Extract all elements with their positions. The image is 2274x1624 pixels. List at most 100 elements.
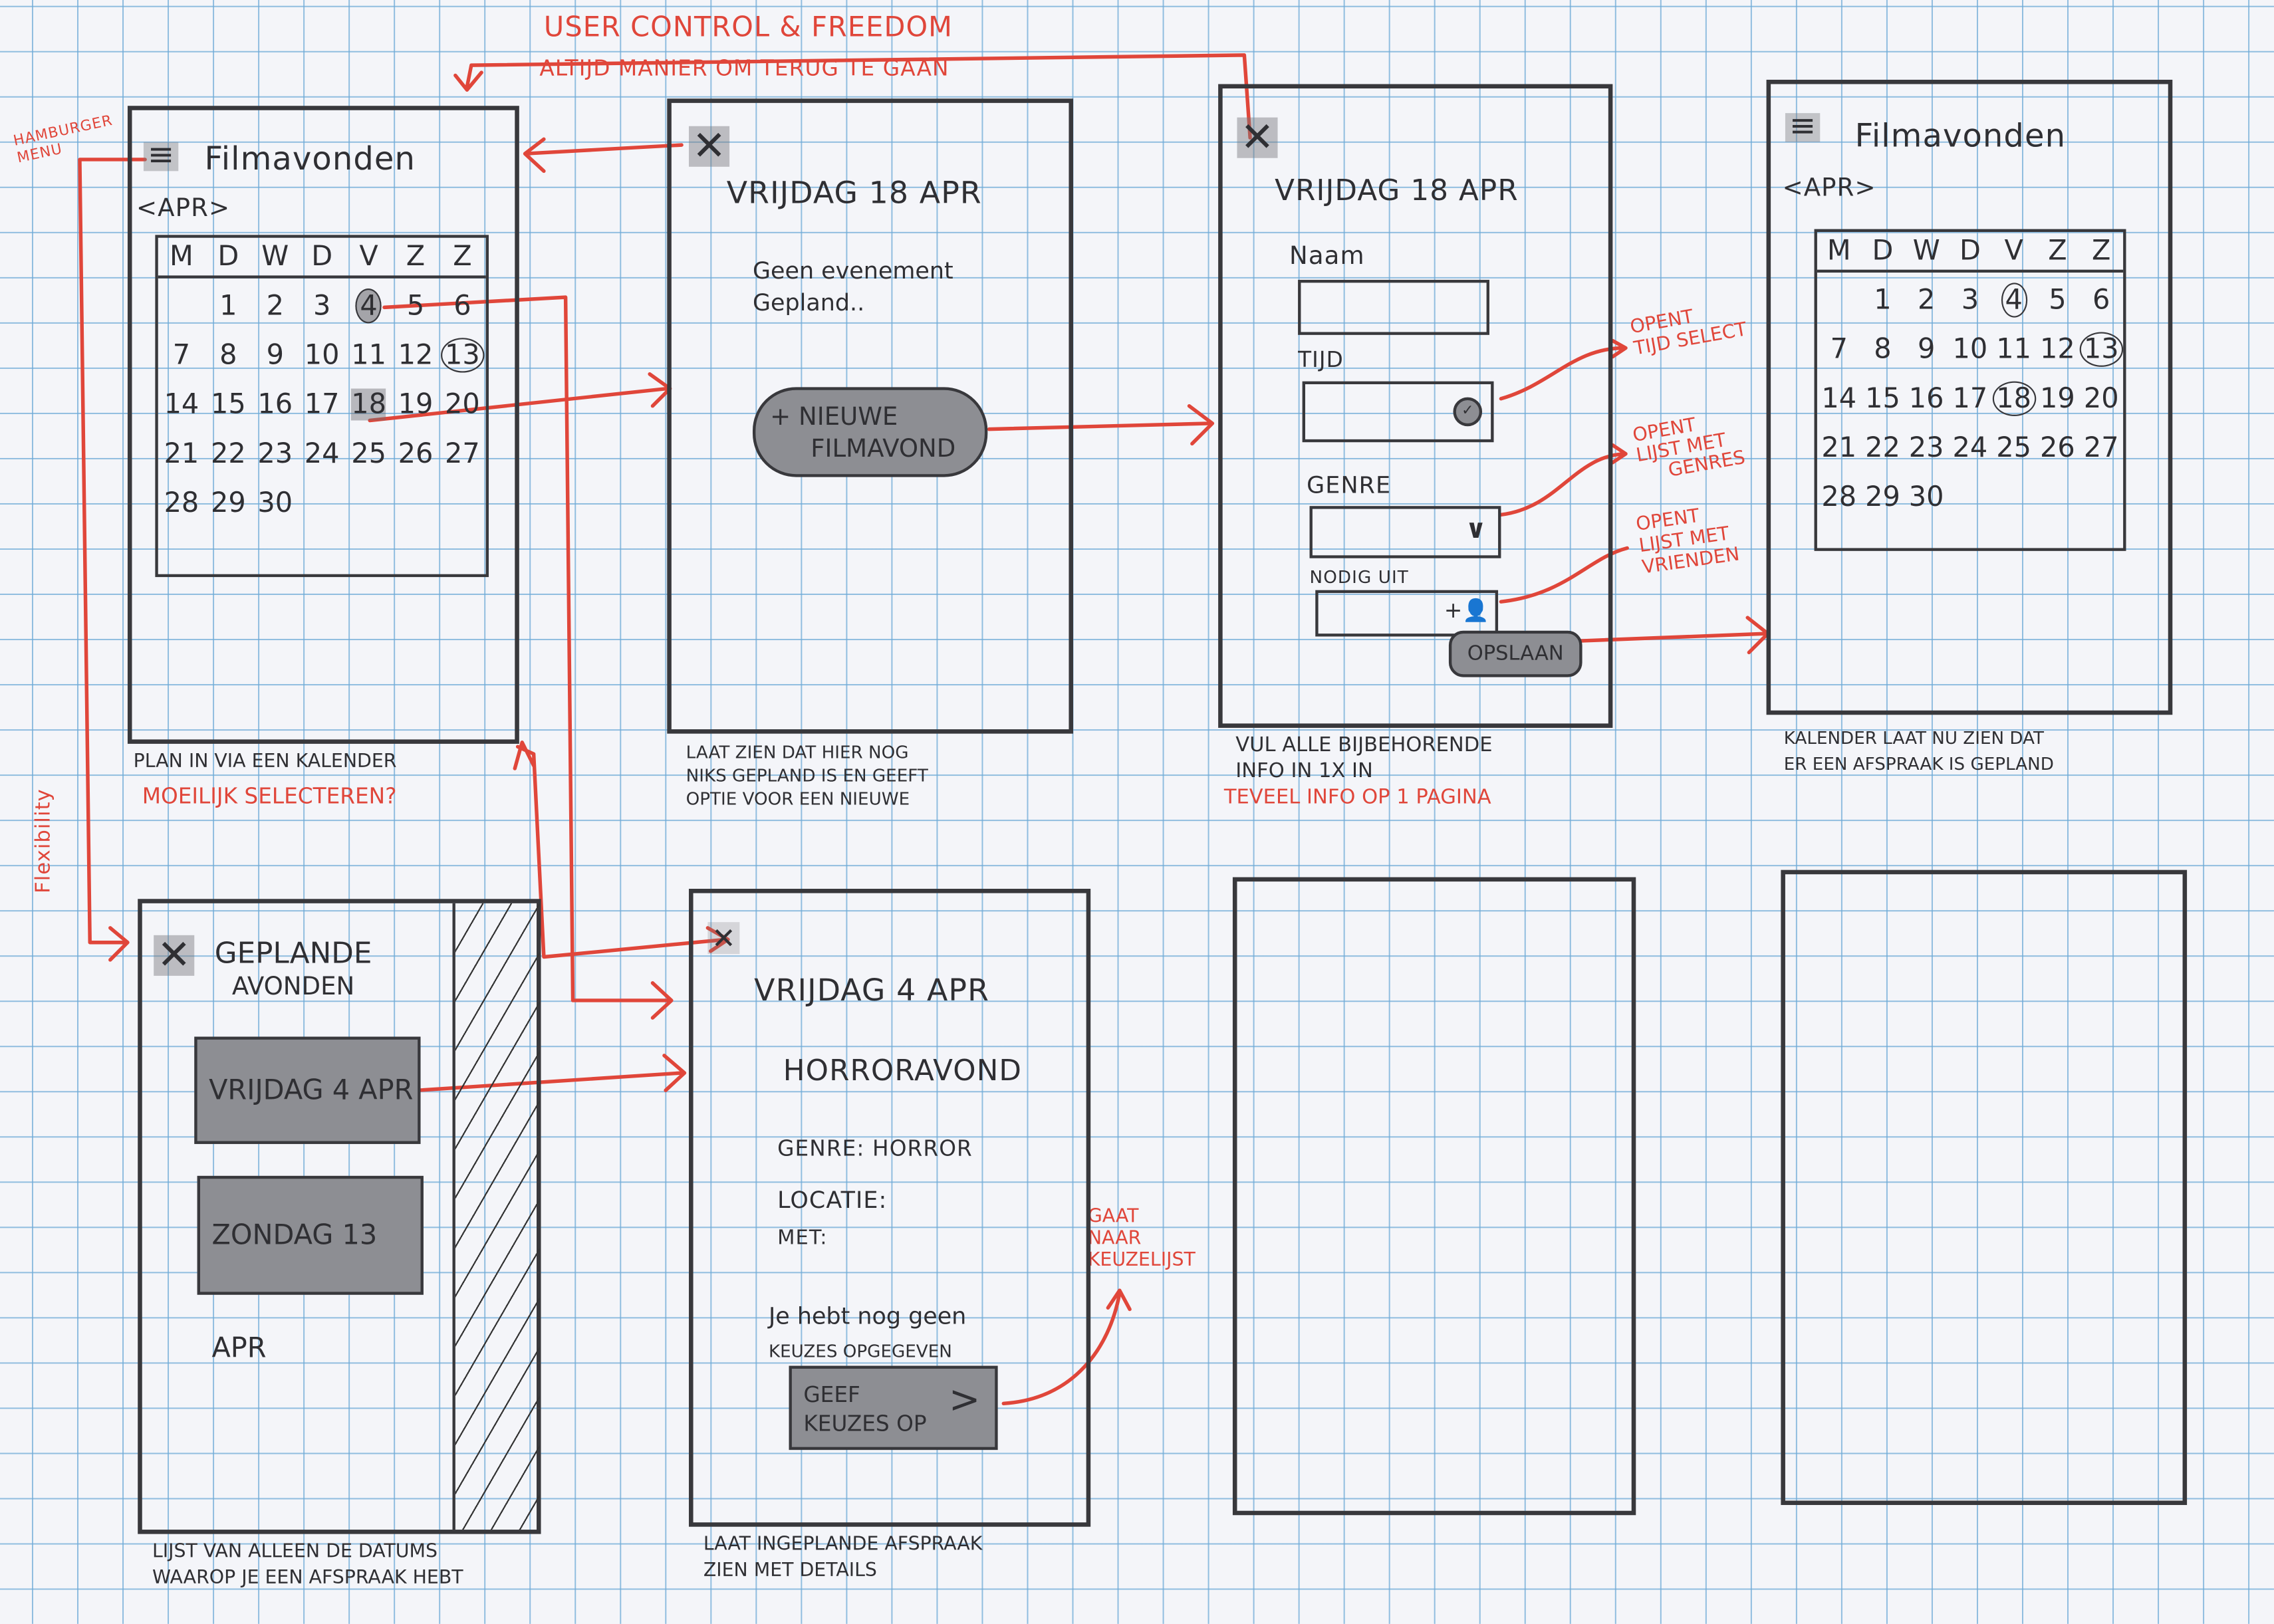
calendar-day[interactable]: 30 [1908, 481, 1944, 514]
caption-line: Plan in via een kalender [133, 751, 397, 773]
weekday-label: V [2004, 235, 2023, 267]
calendar-day[interactable]: 23 [257, 437, 293, 470]
close-icon[interactable]: ✕ [154, 935, 195, 976]
calendar-day[interactable]: 6 [453, 290, 471, 322]
calendar-day[interactable]: 8 [1874, 333, 1892, 366]
annotation-altijd-manier: Altijd manier om terug te gaan [539, 55, 949, 82]
calendar-day[interactable]: 28 [1821, 481, 1857, 514]
calendar-day[interactable]: 9 [1917, 333, 1936, 366]
hamburger-icon[interactable]: ≡ [143, 140, 179, 172]
close-icon[interactable]: ✕ [689, 126, 730, 167]
calendar-day[interactable]: 12 [398, 339, 434, 372]
calendar-day[interactable]: 7 [1830, 333, 1848, 366]
calendar-day[interactable]: 6 [2092, 284, 2110, 316]
calendar-day[interactable]: 14 [164, 388, 199, 421]
calendar-day[interactable]: 25 [351, 437, 386, 470]
calendar-day[interactable]: 5 [2049, 284, 2067, 316]
button-line: Filmavond [811, 435, 956, 464]
calendar-day[interactable]: 11 [351, 339, 386, 372]
calendar-day[interactable]: 10 [304, 339, 340, 372]
invite-input[interactable]: +👤 [1315, 590, 1499, 637]
calendar-day[interactable]: 26 [398, 437, 434, 470]
calendar-day[interactable]: 26 [2040, 431, 2075, 464]
calendar-day[interactable]: 24 [1952, 431, 1988, 464]
calendar-day[interactable]: 21 [164, 437, 199, 470]
calendar-day-circled[interactable]: 18 [1991, 381, 2036, 416]
name-input[interactable] [1298, 279, 1489, 335]
list-item[interactable]: Zondag 13 Apr [197, 1175, 424, 1364]
genre-select[interactable]: ∨ [1309, 506, 1501, 558]
close-icon[interactable]: ✕ [707, 922, 740, 955]
calendar-day[interactable]: 2 [266, 290, 284, 322]
calendar-day[interactable]: 22 [1865, 431, 1900, 464]
calendar-day[interactable]: 16 [1908, 382, 1944, 415]
calendar-day[interactable]: 14 [1821, 382, 1857, 415]
calendar-day[interactable]: 27 [2083, 431, 2119, 464]
calendar-day-filled[interactable]: 4 [345, 289, 392, 324]
day-title: Vrijdag 4 Apr [754, 973, 990, 1008]
calendar-day-shaded[interactable]: 18 [351, 388, 386, 421]
calendar-day[interactable]: 28 [164, 487, 199, 519]
screen-new-event-form: ✕ Vrijdag 18 Apr Naam Tijd ✓ Genre ∨ Nod… [1218, 84, 1613, 728]
arrow-new-to-form [987, 404, 1215, 446]
event-with: Met: [777, 1226, 828, 1250]
close-icon[interactable]: ✕ [1237, 117, 1278, 158]
dimmed-background[interactable] [452, 903, 540, 1530]
calendar-day[interactable]: 27 [445, 437, 480, 470]
calendar-day-circled[interactable]: 13 [439, 338, 485, 373]
calendar-day[interactable]: 11 [1996, 333, 2032, 366]
calendar-day[interactable]: 15 [210, 388, 246, 421]
calendar-day[interactable]: 16 [257, 388, 293, 421]
calendar-day[interactable]: 2 [1917, 284, 1936, 316]
critique-text: Teveel info op 1 pagina [1223, 786, 1491, 810]
calendar-day[interactable]: 15 [1865, 382, 1900, 415]
hamburger-icon[interactable]: ≡ [1785, 111, 1821, 143]
give-choices-button[interactable]: Geef keuzes op > [789, 1365, 998, 1450]
calendar-day[interactable]: 19 [398, 388, 434, 421]
calendar-day-circled[interactable]: 13 [2079, 332, 2124, 367]
calendar-day[interactable]: 29 [1865, 481, 1900, 514]
screen-planned-list: ✕ Geplande avonden Vrijdag 4 Apr Zondag … [138, 899, 541, 1534]
invite-label: Nodig uit [1309, 566, 1409, 588]
calendar-day[interactable]: 9 [266, 339, 284, 372]
clock-icon[interactable]: ✓ [1453, 397, 1483, 427]
calendar-day[interactable]: 29 [210, 487, 246, 519]
calendar-day[interactable]: 1 [1874, 284, 1892, 316]
arrow-close-to-calendar [523, 137, 684, 174]
calendar-day[interactable]: 3 [1961, 284, 1979, 316]
day-title: Vrijdag 18 Apr [726, 175, 982, 211]
calendar-day[interactable]: 23 [1908, 431, 1944, 464]
calendar-day[interactable]: 5 [406, 290, 425, 322]
calendar-day[interactable]: 21 [1821, 431, 1857, 464]
calendar-day[interactable]: 25 [1996, 431, 2032, 464]
calendar-day[interactable]: 1 [219, 290, 237, 322]
calendar-day[interactable]: 30 [257, 487, 293, 519]
calendar-day[interactable]: 3 [313, 290, 331, 322]
add-person-icon[interactable]: +👤 [1444, 597, 1489, 624]
calendar-day[interactable]: 20 [445, 388, 480, 421]
calendar-day[interactable]: 17 [304, 388, 340, 421]
save-button[interactable]: Opslaan [1448, 630, 1582, 677]
calendar-day-circled[interactable]: 4 [1992, 283, 2036, 318]
calendar-day[interactable]: 20 [2083, 382, 2119, 415]
caption-screen-6: Laat ingeplande afspraak zien met detail… [703, 1532, 983, 1585]
weekday-label: V [359, 241, 378, 273]
calendar-day[interactable]: 19 [2040, 382, 2075, 415]
message-line: keuzes opgegeven [768, 1341, 952, 1362]
list-item[interactable]: Vrijdag 4 Apr [194, 1036, 421, 1144]
calendar-day[interactable]: 10 [1952, 333, 1988, 366]
calendar-day[interactable]: 22 [210, 437, 246, 470]
calendar-day[interactable]: 17 [1952, 382, 1988, 415]
month-selector[interactable]: <APR> [1782, 174, 1876, 203]
month-selector[interactable]: <APR> [136, 194, 231, 223]
calendar-day[interactable]: 12 [2040, 333, 2075, 366]
time-input[interactable]: ✓ [1302, 381, 1494, 443]
calendar-day[interactable]: 24 [304, 437, 340, 470]
calendar-day[interactable]: 8 [219, 339, 237, 372]
new-movie-night-button[interactable]: + Nieuwe Filmavond [752, 387, 988, 477]
calendar-day[interactable]: 7 [172, 339, 191, 372]
time-label: Tijd [1298, 346, 1344, 373]
chevron-down-icon[interactable]: ∨ [1465, 515, 1487, 546]
